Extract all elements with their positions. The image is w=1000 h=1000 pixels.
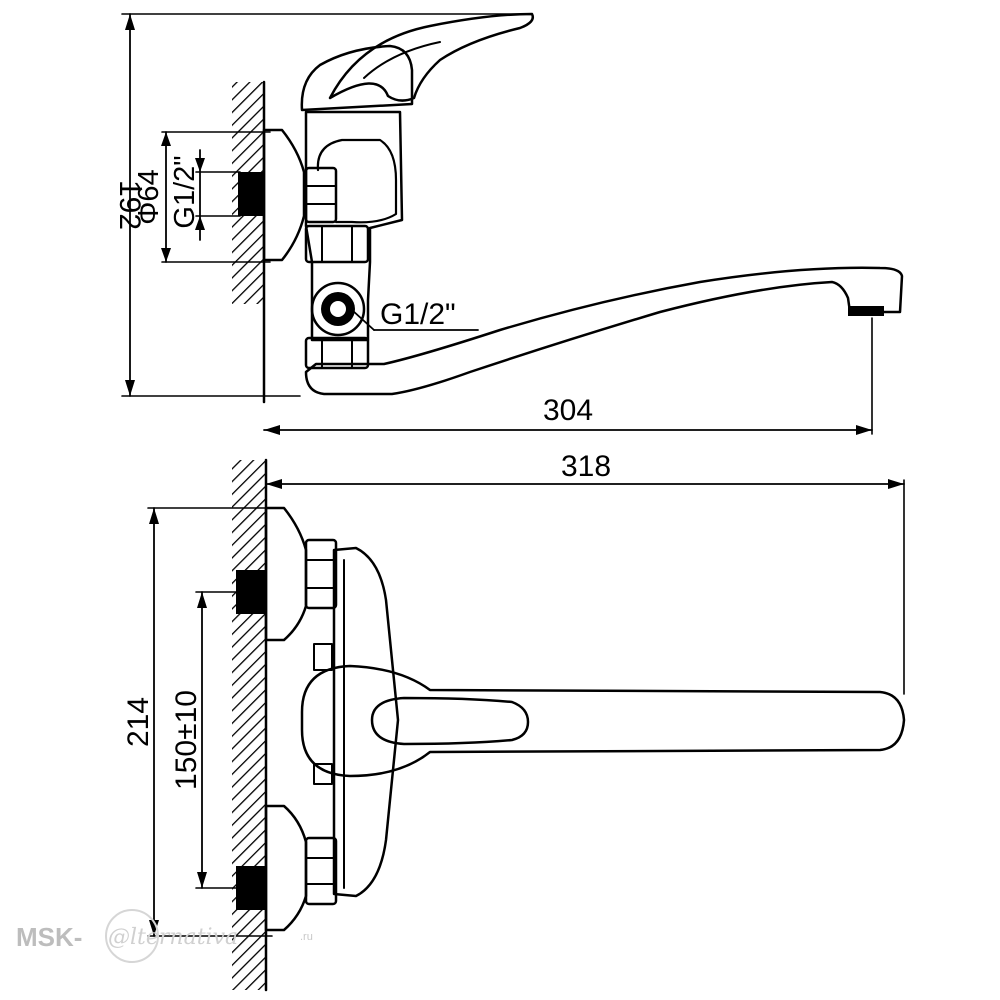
- side-view: 192 Φ64 G1/2" G1/2" 304: [113, 12, 904, 435]
- label-center-distance: 150±10: [170, 690, 203, 790]
- flange-lower: [264, 804, 308, 932]
- nut-upper-top: [304, 538, 338, 610]
- label-overall-length: 318: [561, 450, 611, 483]
- label-diameter: Φ64: [133, 169, 165, 224]
- dimension-reach: [263, 317, 873, 435]
- dimension-height-side: [121, 13, 531, 397]
- wall-pipe-upper: [236, 570, 266, 614]
- dimension-overall-width: [147, 507, 273, 937]
- spout-side: [304, 266, 904, 396]
- flange-upper: [264, 506, 308, 642]
- top-view: 318 214 150±10: [122, 450, 906, 992]
- dimension-center-distance: [195, 591, 241, 889]
- mixer-body-side: [304, 110, 404, 342]
- label-body-thread: G1/2": [380, 298, 456, 331]
- watermark: MSK- @lternativa .ru: [16, 909, 313, 963]
- mixer-body-top: [332, 546, 400, 898]
- aerator: [848, 306, 884, 316]
- label-height-side: 192: [113, 180, 146, 230]
- lever-handle-top: [300, 664, 906, 778]
- watermark-suffix: .ru: [300, 931, 313, 943]
- nut-lower-top: [304, 836, 338, 906]
- eccentric-nut-middle: [304, 224, 370, 264]
- dimension-diameter: [161, 131, 271, 263]
- wall-hatch-top: [232, 460, 266, 990]
- label-reach: 304: [543, 394, 593, 427]
- watermark-script: @lternativa: [108, 925, 238, 950]
- leader-body-thread: [351, 309, 479, 331]
- label-overall-width: 214: [122, 697, 155, 747]
- outlet-fitting: [310, 281, 366, 337]
- wall-pipe-thread: [238, 172, 264, 216]
- eccentric-nut-upper: [304, 166, 338, 224]
- watermark-prefix: MSK-: [16, 922, 82, 952]
- label-wall-thread: G1/2": [169, 155, 201, 228]
- wall-pipe-lower: [236, 866, 266, 910]
- dimension-wall-thread: [195, 149, 241, 241]
- wall-flange-side: [262, 128, 306, 262]
- lever-grip-recess: [370, 696, 530, 746]
- dimension-overall-length: [265, 479, 905, 695]
- watermark-at-ring: [105, 909, 159, 963]
- cartridge-cap: [300, 44, 414, 112]
- lever-handle-side: [328, 12, 534, 102]
